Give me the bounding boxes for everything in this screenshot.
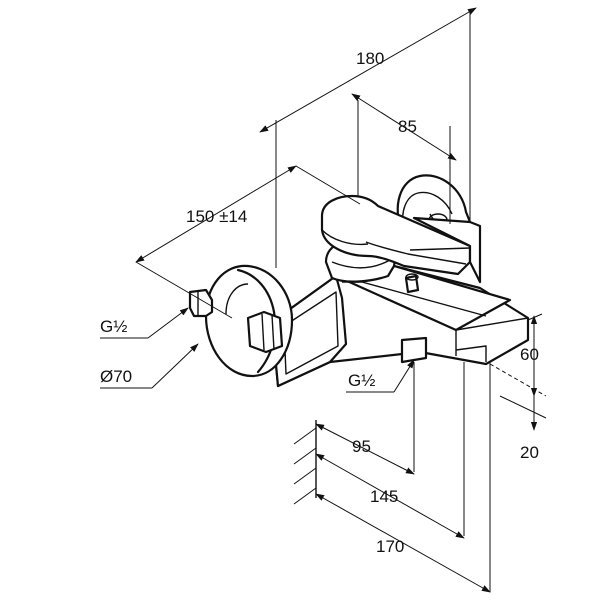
dimension-labels: 180 85 150 ±14 G½ Ø70 G½ 60 20 95 145 17… [100, 49, 539, 556]
label-spout-height: 60 [520, 345, 539, 364]
spout-body [270, 264, 530, 388]
diverter-knob [404, 273, 420, 294]
label-inlet-thread: G½ [100, 317, 127, 336]
label-depth-total: 170 [376, 537, 404, 556]
faucet-body [188, 174, 530, 505]
label-lever-offset: 85 [398, 117, 417, 136]
wall-hatch [293, 420, 317, 505]
label-outlet-thread: G½ [348, 371, 375, 390]
connection-nut [246, 310, 284, 354]
dimension-lines [100, 7, 547, 593]
label-depth-outlet: 95 [352, 437, 371, 456]
label-centre-distance: 150 ±14 [186, 207, 247, 226]
label-depth-spout-front: 145 [370, 487, 398, 506]
label-total-length: 180 [356, 49, 384, 68]
label-rosette-diameter: Ø70 [100, 367, 132, 386]
outlet-nipple [400, 336, 428, 364]
lever-handle [320, 194, 482, 284]
inlet-thread [188, 288, 214, 318]
label-outlet-drop: 20 [520, 443, 539, 462]
